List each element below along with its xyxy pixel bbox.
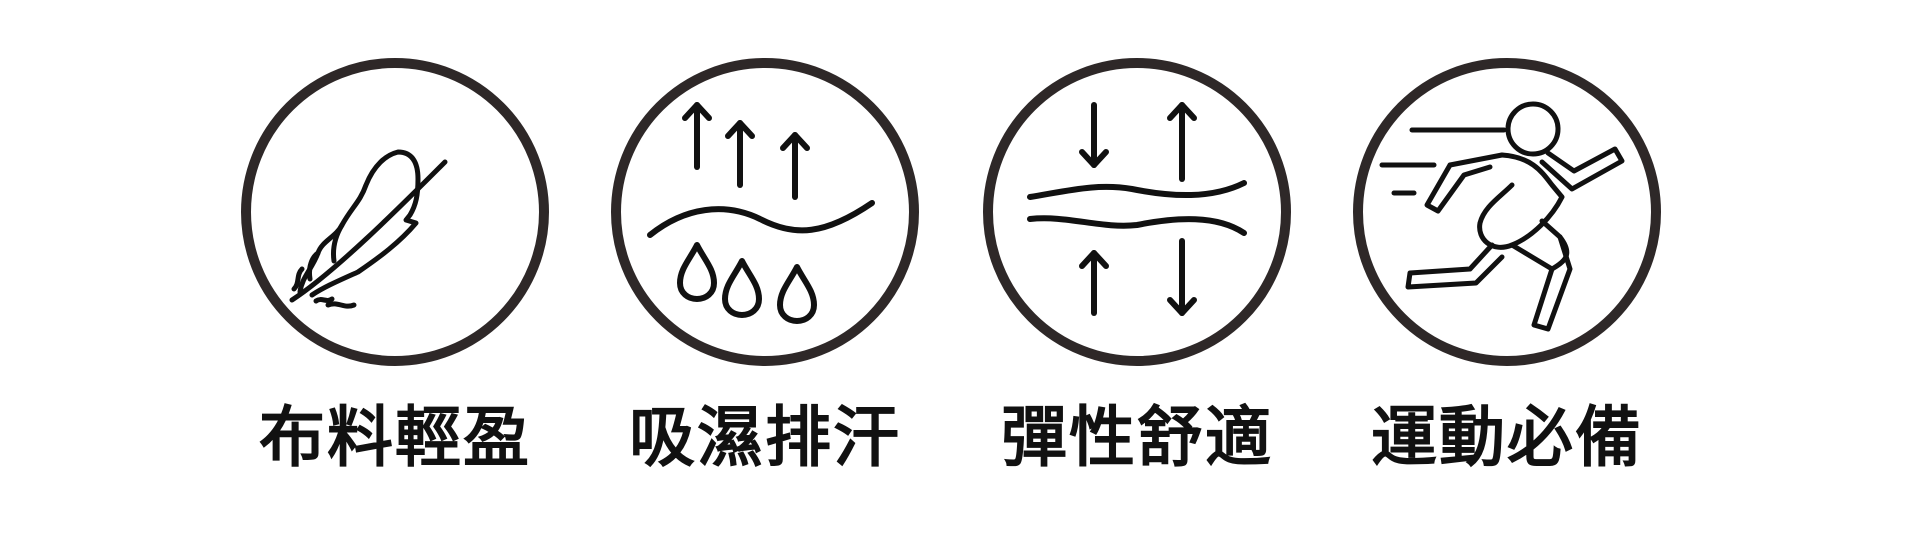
feature-label: 運動必備 bbox=[1371, 399, 1643, 476]
feature-moisture-wicking: 吸濕排汗 bbox=[585, 0, 945, 550]
up-arrow-icon bbox=[1167, 102, 1197, 182]
moisture-wicking-icon bbox=[610, 57, 920, 367]
feather-icon bbox=[240, 57, 550, 367]
feature-stretch-comfort: 彈性舒適 bbox=[957, 0, 1317, 550]
running-person-icon bbox=[1352, 57, 1662, 367]
feature-sports-essential: 運動必備 bbox=[1327, 0, 1687, 550]
feature-label: 彈性舒適 bbox=[1001, 399, 1273, 476]
up-arrow-icon bbox=[1079, 250, 1109, 316]
stretch-icon bbox=[982, 57, 1292, 367]
up-arrow-icon bbox=[780, 132, 810, 200]
feature-label: 吸濕排汗 bbox=[629, 399, 901, 476]
feature-lightweight: 布料輕盈 bbox=[215, 0, 575, 550]
down-arrow-icon bbox=[1079, 102, 1109, 168]
feature-label: 布料輕盈 bbox=[259, 399, 531, 476]
up-arrow-icon bbox=[725, 120, 755, 188]
down-arrow-icon bbox=[1167, 238, 1197, 316]
up-arrow-icon bbox=[682, 102, 712, 170]
